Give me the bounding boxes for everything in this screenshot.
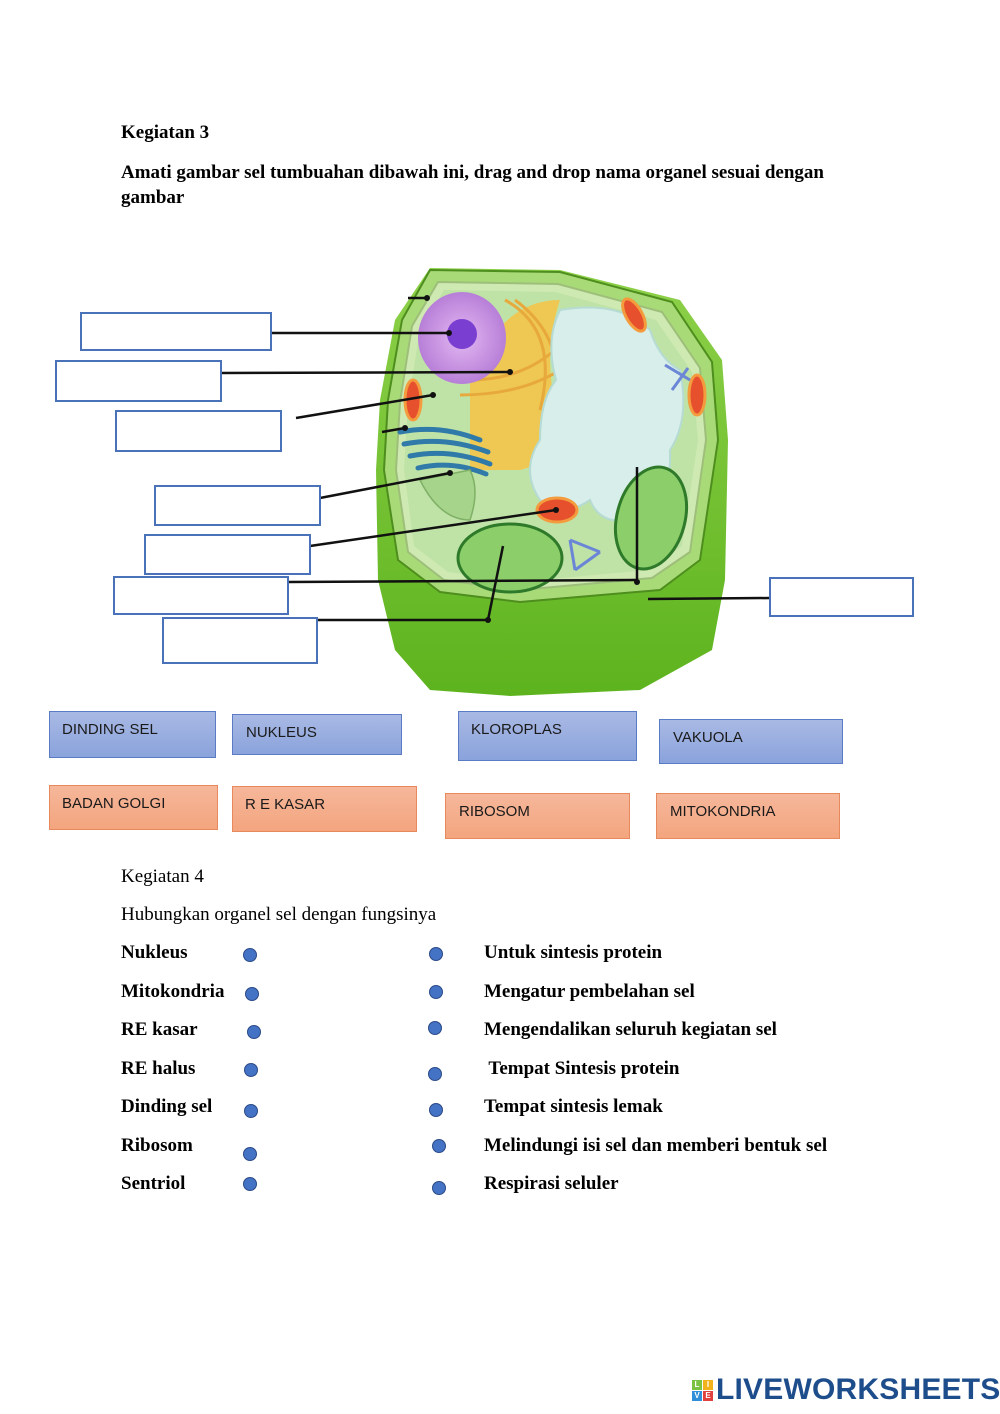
chip-vakuola[interactable]: VAKUOLA [659, 719, 843, 764]
chip-dinding-sel[interactable]: DINDING SEL [49, 711, 216, 758]
right-term: Tempat Sintesis protein [484, 1058, 680, 1079]
kegiatan-4-instruction: Hubungkan organel sel dengan fungsinya [121, 904, 437, 925]
chip-mitokondria[interactable]: MITOKONDRIA [656, 793, 840, 839]
right-connector-dot[interactable] [429, 1103, 443, 1117]
right-connector-dot[interactable] [428, 1021, 442, 1035]
left-term: RE halus [121, 1058, 196, 1079]
kegiatan-3-title: Kegiatan 3 [121, 122, 210, 143]
mitochondrion [621, 297, 647, 333]
drop-target-1[interactable] [80, 312, 272, 351]
left-connector-dot[interactable] [245, 987, 259, 1001]
plant-cell-diagram [220, 268, 771, 696]
drop-target-2[interactable] [55, 360, 222, 402]
right-term: Untuk sintesis protein [484, 942, 663, 963]
right-connector-dot[interactable] [432, 1181, 446, 1195]
left-connector-dot[interactable] [244, 1104, 258, 1118]
drop-target-3[interactable] [115, 410, 282, 452]
kegiatan-3-instruction: Amati gambar sel tumbuahan dibawah ini, … [121, 162, 824, 208]
left-connector-dot[interactable] [243, 948, 257, 962]
left-connector-dot[interactable] [247, 1025, 261, 1039]
logo-text: LIVEWORKSHEETS [716, 1373, 1000, 1406]
centriole [664, 363, 691, 391]
left-term: RE kasar [121, 1019, 198, 1040]
right-term: Tempat sintesis lemak [484, 1096, 663, 1117]
kegiatan-4-title: Kegiatan 4 [121, 866, 204, 887]
golgi [397, 426, 493, 477]
left-connector-dot[interactable] [244, 1063, 258, 1077]
left-connector-dot[interactable] [243, 1147, 257, 1161]
chip-nukleus[interactable]: NUKLEUS [232, 714, 402, 755]
drop-target-7[interactable] [162, 617, 318, 664]
left-term: Sentriol [121, 1173, 186, 1194]
liveworksheets-logo: L I V E LIVEWORKSHEETS [692, 1373, 1000, 1407]
chip-badan-golgi[interactable]: BADAN GOLGI [49, 785, 218, 830]
left-term: Dinding sel [121, 1096, 213, 1117]
mitochondrion [687, 373, 707, 417]
centriole [568, 538, 601, 572]
right-connector-dot[interactable] [428, 1067, 442, 1081]
live-grid-icon: L I V E [692, 1379, 713, 1401]
right-connector-dot[interactable] [429, 947, 443, 961]
chip-kloroplas[interactable]: KLOROPLAS [458, 711, 637, 761]
chip-ribosom[interactable]: RIBOSOM [445, 793, 630, 839]
drop-target-5[interactable] [144, 534, 311, 575]
right-term: Mengatur pembelahan sel [484, 981, 695, 1002]
chloroplast [456, 522, 564, 594]
left-connector-dot[interactable] [243, 1177, 257, 1191]
drop-target-4[interactable] [154, 485, 321, 526]
nucleolus [447, 319, 477, 349]
right-term: Mengendalikan seluruh kegiatan sel [484, 1019, 777, 1040]
right-term: Respirasi seluler [484, 1173, 619, 1194]
chip-re-kasar[interactable]: R E KASAR [232, 786, 417, 832]
right-connector-dot[interactable] [432, 1139, 446, 1153]
left-term: Mitokondria [121, 981, 225, 1002]
drop-target-8[interactable] [769, 577, 914, 617]
left-term: Ribosom [121, 1135, 193, 1156]
drop-target-6[interactable] [113, 576, 289, 615]
right-term: Melindungi isi sel dan memberi bentuk se… [484, 1135, 828, 1156]
right-connector-dot[interactable] [429, 985, 443, 999]
left-term: Nukleus [121, 942, 188, 963]
